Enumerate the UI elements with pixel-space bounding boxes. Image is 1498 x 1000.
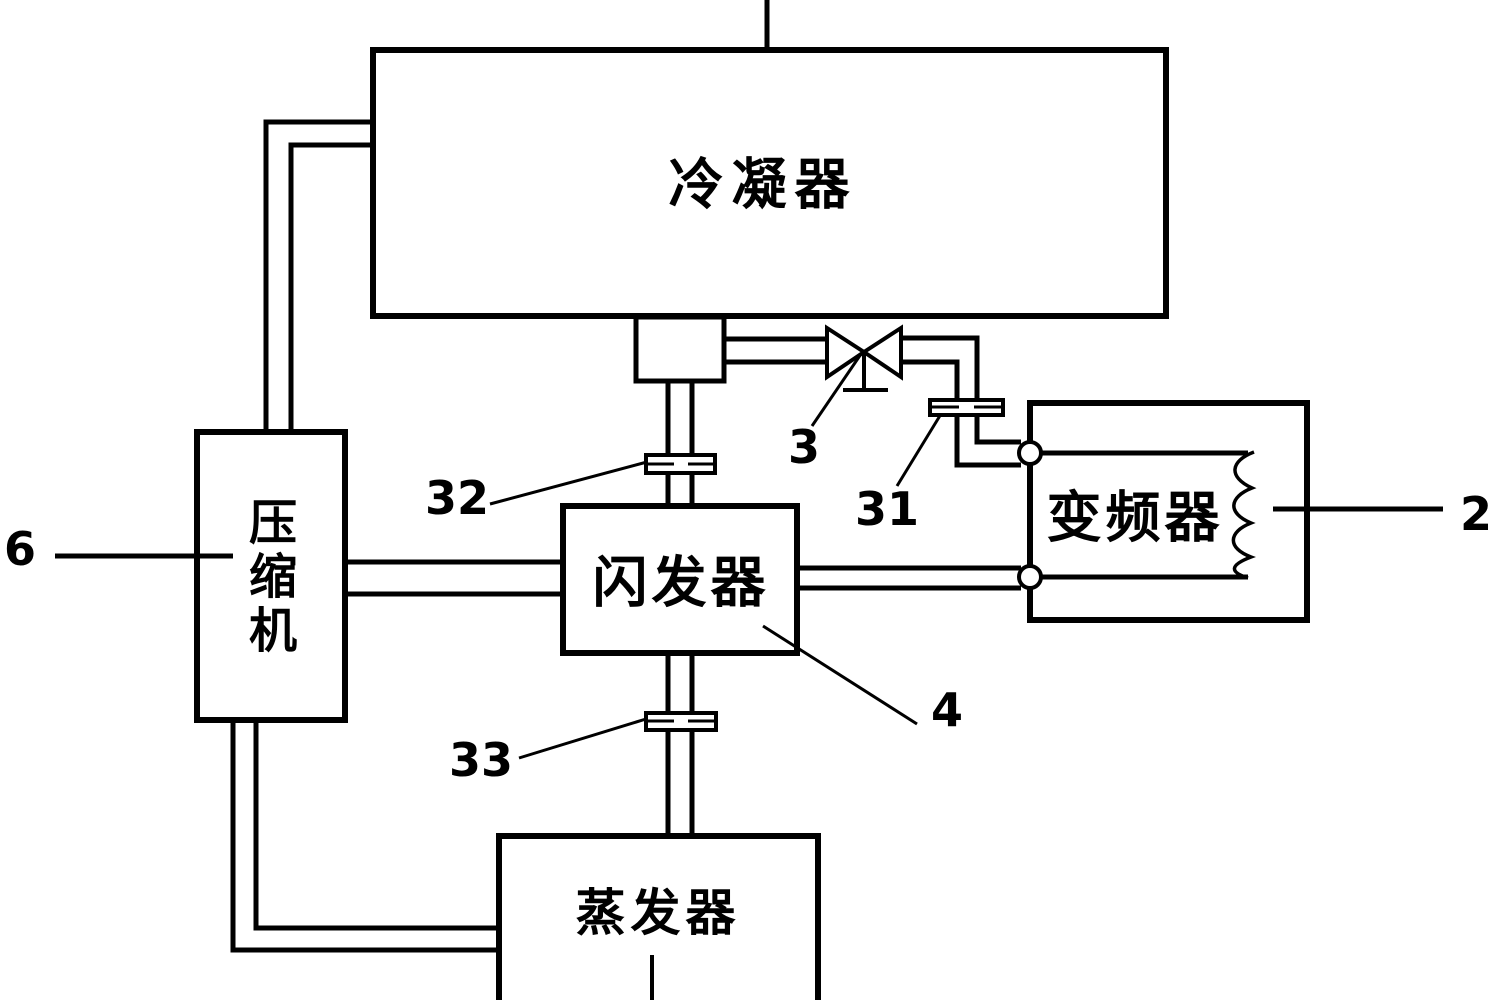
ref-33-sensor: 33	[448, 733, 514, 787]
inverter-upper-port-circle-icon	[1017, 440, 1043, 466]
flash-vessel-box	[560, 503, 800, 656]
condenser-label: 冷凝器	[668, 152, 858, 217]
flow-sensor-33-icon	[644, 711, 718, 732]
condenser-box	[370, 47, 1169, 319]
leader-line-33	[518, 717, 647, 760]
ref-31-sensor: 31	[854, 482, 920, 536]
ref-2-inverter: 2	[1459, 487, 1493, 541]
leader-line-31	[895, 413, 943, 487]
flow-sensor-32-icon	[644, 453, 717, 475]
inverter-lower-port-circle-icon	[1017, 564, 1043, 590]
ref-3-expansion-valve: 3	[787, 420, 821, 474]
evaporator-box	[496, 833, 821, 1000]
leader-line-4	[762, 624, 918, 726]
bowtie-valve-right-triangle-icon	[860, 324, 903, 381]
compressor-label: 压缩机	[240, 497, 296, 659]
leader-line-32	[489, 460, 648, 506]
condenser-outlet-header-box	[633, 314, 727, 384]
pipe-compressor-to-condenser-outer	[263, 119, 373, 432]
inverter-label: 变频器	[1046, 485, 1224, 550]
leader-line-3	[810, 353, 863, 427]
ref-32-sensor: 32	[424, 471, 490, 525]
pipe-compressor-to-evaporator-outer	[230, 720, 499, 953]
compressor-box	[194, 429, 348, 723]
pipe-compressor-to-evaporator-inner	[253, 720, 499, 931]
pipe-compressor-to-condenser-inner	[288, 142, 373, 432]
evaporator-label: 蒸发器	[575, 884, 741, 942]
bowtie-valve-left-triangle-icon	[825, 324, 868, 381]
pipe-valve-to-inverter-outer	[901, 335, 1021, 445]
coil-squiggle-icon	[1231, 450, 1257, 580]
ref-4-flash-vessel: 4	[930, 683, 964, 737]
flow-sensor-31-icon	[928, 398, 1005, 417]
flash-vessel-label: 闪发器	[592, 550, 770, 615]
ref-6-compressor: 6	[3, 522, 37, 576]
